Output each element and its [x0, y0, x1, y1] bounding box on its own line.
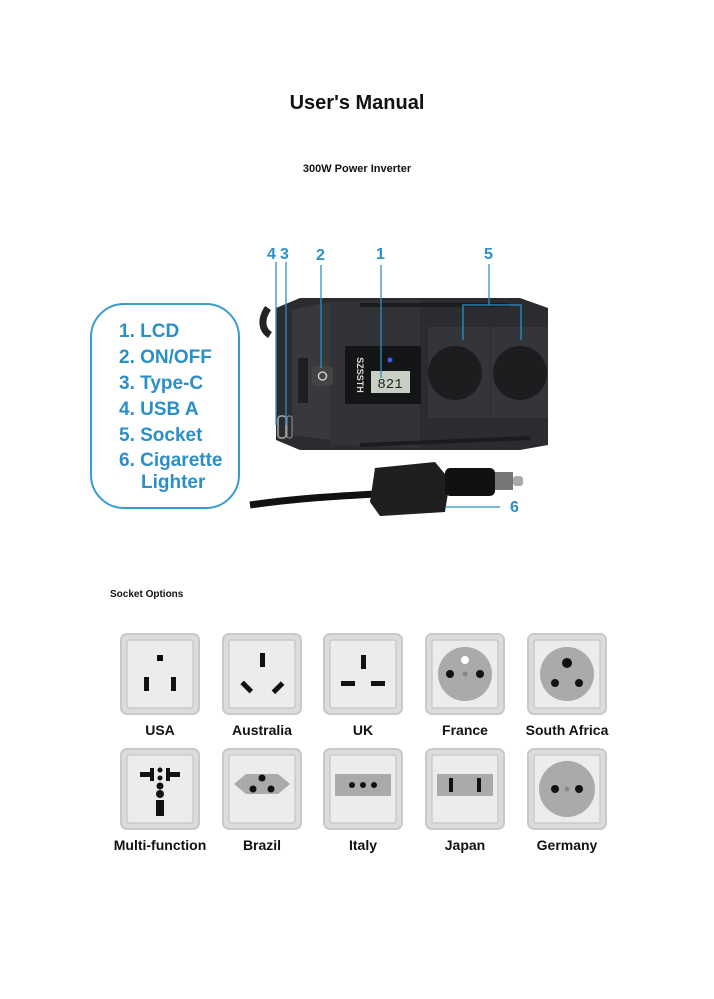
socket-tile-southafrica [527, 633, 607, 715]
inverter-illustration: SZSSTH 821 [249, 262, 548, 516]
callout-3: 3 [280, 246, 289, 263]
germany-socket-icon [527, 748, 607, 830]
legend-item: 5. Socket [119, 425, 203, 446]
socket-tile-france [425, 633, 505, 715]
lcd-reading: 821 [377, 377, 402, 393]
page-subtitle: 300W Power Inverter [302, 163, 412, 175]
socket-label: Italy [348, 837, 377, 853]
legend-item: 4. USB A [119, 399, 199, 420]
socket-label: Germany [536, 837, 598, 853]
legend-item: 3. Type-C [119, 373, 204, 394]
socket-label: Multi-function [113, 837, 207, 853]
brazil-socket-icon [222, 748, 302, 830]
power-button [312, 366, 333, 386]
section-heading: Socket Options [110, 589, 184, 600]
legend-item: Lighter [141, 472, 206, 493]
socket-label: France [442, 722, 488, 738]
legend-item: 2. ON/OFF [119, 347, 212, 368]
socket-label: Japan [444, 837, 486, 853]
callout-2: 2 [316, 247, 325, 264]
socket-tile-italy [323, 748, 403, 830]
socket-tile-germany [527, 748, 607, 830]
feature-legend: 1. LCD 2. ON/OFF 3. Type-C 4. USB A 5. S… [90, 303, 240, 509]
usa-socket-icon [120, 633, 200, 715]
uk-socket-icon [323, 633, 403, 715]
callout-6: 6 [510, 499, 519, 516]
southafrica-socket-icon [527, 633, 607, 715]
australia-socket-icon [222, 633, 302, 715]
socket-label: UK [352, 722, 374, 738]
socket-tile-uk [323, 633, 403, 715]
italy-socket-icon [323, 748, 403, 830]
brand-label: SZSSTH [355, 357, 365, 393]
legend-item: 6. Cigarette [119, 450, 223, 471]
socket-tile-australia [222, 633, 302, 715]
multi-socket-icon [120, 748, 200, 830]
socket-tile-usa [120, 633, 200, 715]
socket-tile-brazil [222, 748, 302, 830]
socket-label: Australia [232, 722, 292, 738]
socket-label: South Africa [525, 722, 609, 738]
france-socket-icon [425, 633, 505, 715]
japan-socket-icon [425, 748, 505, 830]
page-title: User's Manual [289, 92, 425, 114]
callout-5: 5 [484, 246, 493, 263]
socket-label: USA [145, 722, 175, 738]
callout-4: 4 [267, 246, 276, 263]
socket-tile-multi [120, 748, 200, 830]
callout-1: 1 [376, 246, 385, 263]
socket-label: Brazil [242, 837, 282, 853]
socket-tile-japan [425, 748, 505, 830]
legend-item: 1. LCD [119, 321, 180, 342]
